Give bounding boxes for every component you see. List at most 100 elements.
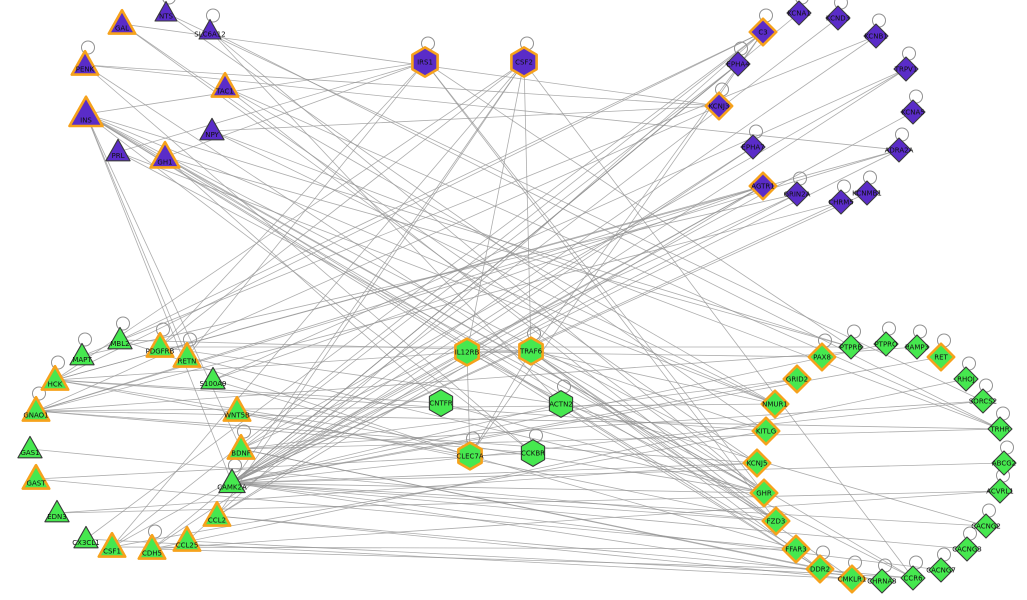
node-CHRNA3[interactable]: CHRNA3 [867, 568, 897, 594]
edge-CAMK2A-CACNG2 [231, 482, 987, 527]
node-SORCS2[interactable]: SORCS2 [969, 388, 997, 414]
node-GAST[interactable]: GAST [21, 463, 51, 490]
node-PTPRB[interactable]: PTPRB [838, 334, 864, 360]
diamond-shape [954, 536, 980, 562]
hexagon-shape [520, 439, 546, 467]
edge-TRAF6-DDR2 [530, 350, 821, 570]
node-HCK[interactable]: HCK [40, 364, 70, 391]
node-RHOJ[interactable]: RHOJ [953, 366, 979, 392]
edge-CSF2-CAMK2A [231, 61, 525, 484]
edge-INS-KCNJ5 [85, 113, 758, 464]
edge-NPY-KCNJ3 [211, 105, 720, 132]
diamond-shape [873, 331, 899, 357]
node-GRID2[interactable]: GRID2 [782, 364, 812, 394]
node-NTS[interactable]: NTS [154, 0, 178, 22]
self-loop-edge [228, 458, 242, 473]
node-PENK[interactable]: PENK [70, 49, 100, 76]
node-EDN3[interactable]: EDN3 [44, 499, 70, 523]
node-CSF2[interactable]: CSF2 [510, 46, 538, 78]
edge-KCNMB1-CAMK2A [231, 192, 868, 484]
node-KITLG[interactable]: KITLG [751, 416, 781, 446]
edge-CSF2-PDGFRB [159, 61, 525, 348]
triangle-shape [172, 341, 202, 368]
node-KCNA5[interactable]: KCNA5 [900, 99, 926, 125]
node-TRAF6[interactable]: TRAF6 [518, 336, 544, 366]
edge-BDNF-SORCS2 [240, 400, 984, 450]
edge-CCKBR-GNAO1 [35, 410, 534, 454]
node-ADRA2A[interactable]: ADRA2A [885, 137, 914, 163]
node-PAX8[interactable]: PAX8 [807, 342, 837, 372]
edge-TRPV1-CCL2 [216, 68, 907, 517]
node-GAL[interactable]: GAL [107, 8, 137, 35]
node-CLEC7A[interactable]: CLEC7A [456, 441, 484, 471]
node-CCL2[interactable]: CCL2 [202, 500, 232, 527]
node-EPHA7[interactable]: EPHA7 [740, 134, 766, 160]
node-KCNA1[interactable]: KCNA1 [786, 0, 812, 26]
edge-TRAF6-NMUR1 [530, 350, 776, 405]
node-INS[interactable]: INS [68, 95, 104, 128]
node-PRL[interactable]: PRL [105, 138, 131, 162]
edge-CHRM5-GNAO1 [35, 201, 842, 412]
edge-INS-NMUR1 [85, 113, 776, 405]
diamond-shape [926, 342, 956, 372]
node-GRIN2A[interactable]: GRIN2A [784, 181, 811, 207]
triangle-shape [222, 395, 252, 422]
node-TRPV1[interactable]: TRPV1 [893, 56, 919, 82]
edge-C3-MBL2 [119, 31, 764, 341]
self-loop-edge [116, 316, 130, 331]
node-IL12RB[interactable]: IL12RB [454, 337, 480, 367]
edge-CAMK2A-CHRNA3 [231, 482, 883, 582]
node-CACNG3[interactable]: CACNG3 [952, 536, 982, 562]
hexagon-shape [411, 46, 439, 78]
node-CACNG2[interactable]: CACNG2 [971, 513, 1001, 539]
node-PTPRO[interactable]: PTPRO [873, 331, 899, 357]
node-KCNJ3[interactable]: KCNJ3 [704, 91, 734, 121]
node-NPY[interactable]: NPY [199, 117, 225, 141]
node-CCL25[interactable]: CCL25 [172, 525, 202, 552]
node-S100A9[interactable]: S100A9 [199, 366, 227, 390]
node-TRHR[interactable]: TRHR [987, 416, 1013, 442]
node-FZD3[interactable]: FZD3 [761, 506, 791, 536]
diamond-shape [900, 99, 926, 125]
node-CNTFR[interactable]: CNTFR [428, 389, 454, 417]
node-TAC1[interactable]: TAC1 [210, 71, 240, 98]
edge-KCNA5-CAMK2A [231, 111, 914, 484]
node-ABCG2[interactable]: ABCG2 [991, 450, 1017, 476]
node-NMUR1[interactable]: NMUR1 [760, 389, 790, 419]
node-AGTR1[interactable]: AGTR1 [748, 171, 778, 201]
edge-EDN3-KCNJ5 [56, 462, 758, 514]
node-CX3CL1[interactable]: CX3CL1 [72, 525, 100, 549]
edge-GH1-IRS1 [164, 61, 426, 158]
diamond-shape [761, 506, 791, 536]
diamond-shape [760, 389, 790, 419]
edge-CSF2-CSF1 [111, 61, 525, 548]
node-PDGFRB[interactable]: PDGFRB [145, 331, 175, 358]
edge-AGTR1-S100A9 [212, 185, 764, 381]
node-CCKBR[interactable]: CCKBR [520, 439, 546, 467]
edge-NTS-KITLG [165, 12, 767, 432]
node-IRS1[interactable]: IRS1 [411, 46, 439, 78]
edge-GAST-FFAR3 [35, 478, 797, 550]
node-CCR6[interactable]: CCR6 [900, 565, 926, 591]
node-ACVRL1[interactable]: ACVRL1 [986, 478, 1014, 504]
node-RAMP3[interactable]: RAMP3 [904, 334, 930, 360]
triangle-shape [210, 71, 240, 98]
edge-CSF2-TRAF6 [523, 61, 532, 352]
node-CMKLR1[interactable]: CMKLR1 [837, 564, 867, 594]
node-CACNG7[interactable]: CACNG7 [926, 557, 956, 583]
node-RET[interactable]: RET [926, 342, 956, 372]
node-GAS1[interactable]: GAS1 [17, 435, 43, 459]
node-DDR2[interactable]: DDR2 [805, 554, 835, 584]
node-KCNB1[interactable]: KCNB1 [863, 23, 889, 49]
node-KCND3[interactable]: KCND3 [825, 5, 851, 31]
node-KCNMB1[interactable]: KCNMB1 [852, 180, 882, 206]
edge-INS-RETN [85, 113, 188, 358]
node-CHRM5[interactable]: CHRM5 [828, 189, 854, 215]
edge-BDNF-CHRNA3 [240, 448, 883, 582]
triangle-shape [44, 499, 70, 523]
node-BDNF[interactable]: BDNF [226, 433, 256, 460]
node-C3[interactable]: C3 [748, 17, 778, 47]
edge-IL12RB-CCR6 [466, 351, 914, 579]
